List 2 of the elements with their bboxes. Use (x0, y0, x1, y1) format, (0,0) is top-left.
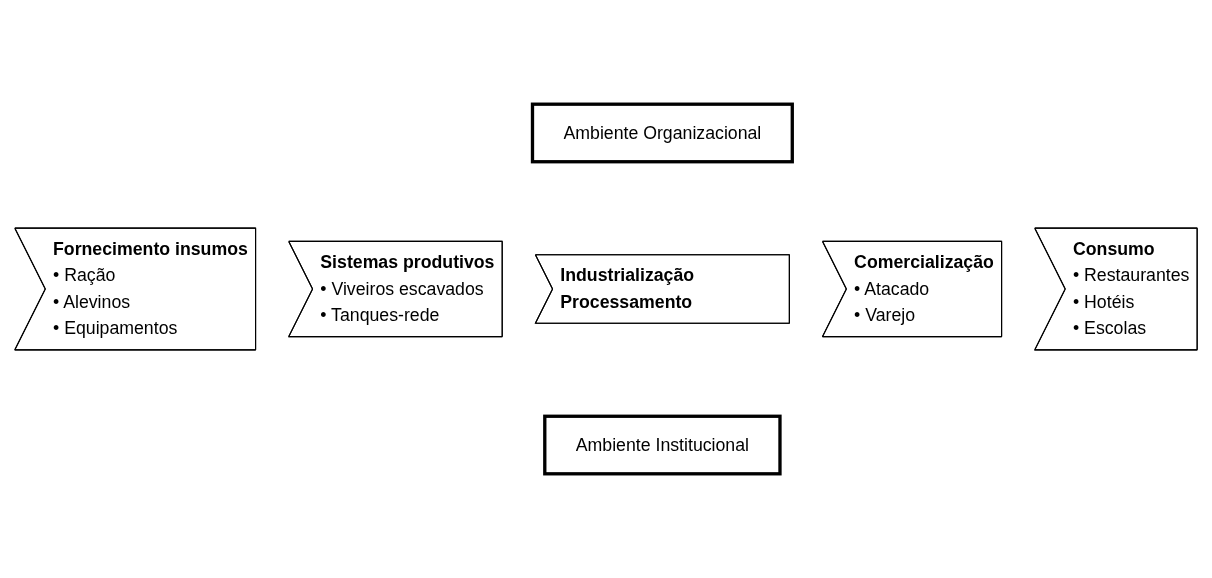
node-box: Ambiente Organizacional (530, 102, 794, 164)
node-box: Ambiente Institucional (543, 414, 782, 476)
